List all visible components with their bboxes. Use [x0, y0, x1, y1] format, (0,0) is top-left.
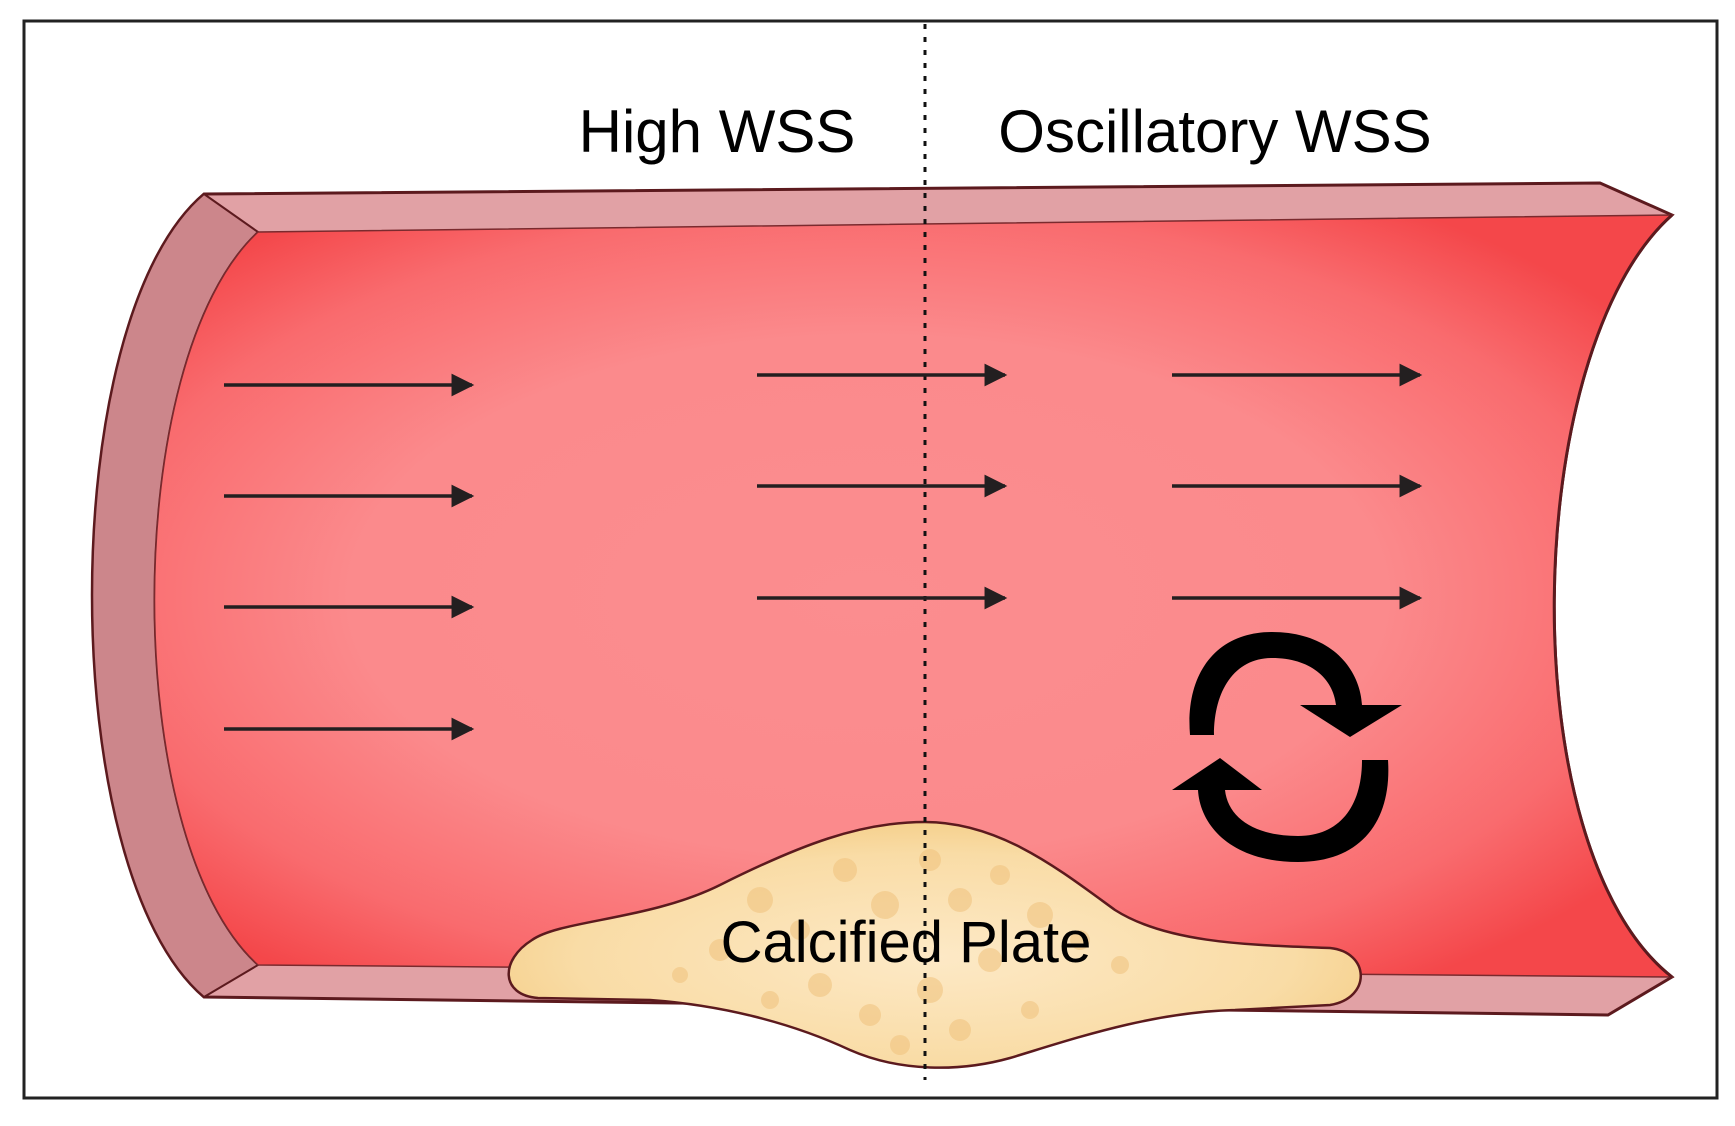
flow-arrows-middle [757, 363, 1008, 610]
circular-refresh-arrows-icon [1172, 632, 1402, 862]
calcified-plaque [507, 820, 1362, 1069]
plaque-speckles [672, 849, 1129, 1055]
oscillatory-wss-label: Oscillatory WSS [998, 98, 1431, 165]
flow-arrows-right [1172, 363, 1423, 610]
vessel-opening-edge [1552, 213, 1673, 979]
high-wss-label: High WSS [579, 98, 856, 165]
figure-frame [22, 19, 1719, 1100]
flow-arrows-left [224, 373, 475, 741]
calcified-plate-label: Calcified Plate [721, 910, 1092, 975]
